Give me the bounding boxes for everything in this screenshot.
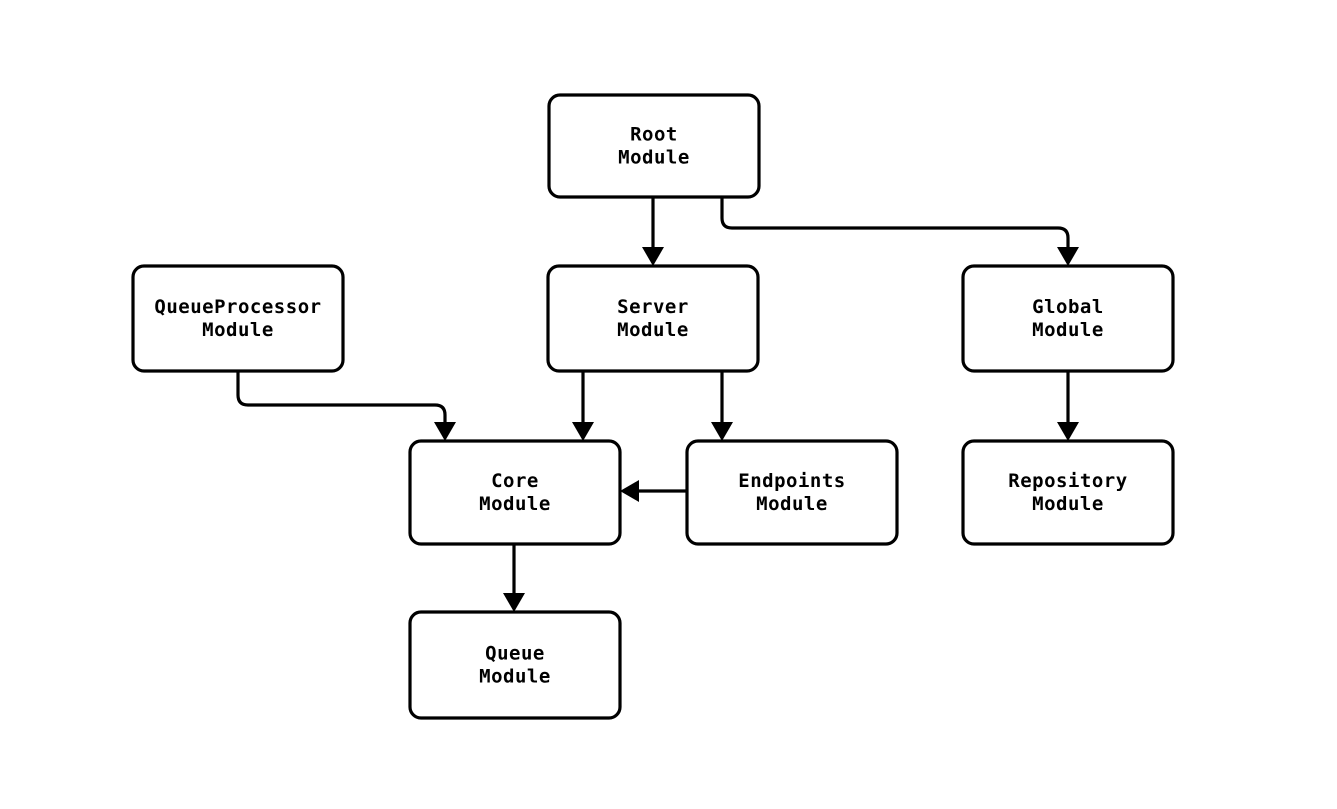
node-label-primary: Root xyxy=(630,124,678,146)
node-label-secondary: Module xyxy=(1032,319,1104,341)
nodes-layer: RootModuleQueueProcessorModuleServerModu… xyxy=(131,93,1175,720)
arrowhead-icon xyxy=(711,422,733,441)
arrowhead-icon xyxy=(503,593,525,612)
arrowhead-icon xyxy=(1057,422,1079,441)
node-label-primary: Server xyxy=(617,296,689,318)
edge-global-to-repository xyxy=(1057,371,1079,441)
node-label-primary: Core xyxy=(491,470,539,492)
edge-endpoints-to-core xyxy=(620,480,687,502)
edges-layer xyxy=(236,197,1079,612)
node-label-secondary: Module xyxy=(479,493,551,515)
node-shape[interactable] xyxy=(961,264,1175,373)
arrowhead-icon xyxy=(642,247,664,266)
node-label-secondary: Module xyxy=(202,319,274,341)
arrowhead-icon xyxy=(1057,247,1079,266)
edge-queueprocessor-to-core xyxy=(236,371,456,441)
arrowhead-icon xyxy=(434,422,456,441)
arrowhead-icon xyxy=(572,422,594,441)
edge-root-to-global xyxy=(720,197,1079,266)
node-label-secondary: Module xyxy=(618,147,690,169)
node-label-primary: Endpoints xyxy=(738,470,845,492)
node-label-secondary: Module xyxy=(479,666,551,688)
edge-line xyxy=(236,371,447,427)
node-label-secondary: Module xyxy=(756,493,828,515)
node-label-secondary: Module xyxy=(617,319,689,341)
node-shape[interactable] xyxy=(546,264,760,373)
node-shape[interactable] xyxy=(408,610,622,720)
edge-server-to-core xyxy=(572,371,594,441)
arrowhead-icon xyxy=(620,480,639,502)
edge-server-to-endpoints xyxy=(711,371,733,441)
node-label-primary: Queue xyxy=(485,643,545,665)
node-label-secondary: Module xyxy=(1032,493,1104,515)
node-label-primary: QueueProcessor xyxy=(154,296,321,318)
node-shape[interactable] xyxy=(547,93,761,199)
edge-core-to-queue xyxy=(503,544,525,612)
node-shape[interactable] xyxy=(685,439,899,546)
edge-line xyxy=(720,197,1070,252)
node-label-primary: Global xyxy=(1032,296,1104,318)
node-shape[interactable] xyxy=(961,439,1175,546)
node-shape[interactable] xyxy=(408,439,622,546)
edge-root-to-server xyxy=(642,197,664,266)
node-shape[interactable] xyxy=(131,264,345,373)
node-label-primary: Repository xyxy=(1008,470,1127,492)
